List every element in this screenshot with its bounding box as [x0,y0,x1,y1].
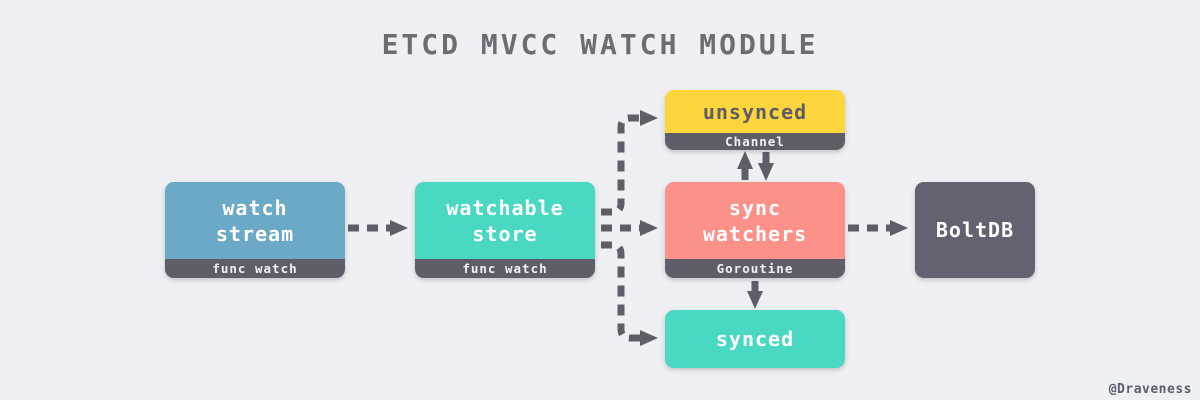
node-watch-stream-label: watch stream [215,195,295,246]
node-synced: synced [665,310,845,368]
node-synced-label: synced [715,327,795,351]
node-unsynced: unsynced Channel [665,90,845,150]
node-watchable-store-label: watchable store [446,195,564,246]
node-unsynced-sublabel: Channel [665,133,845,150]
node-unsynced-label: unsynced [702,99,808,124]
node-sync-watchers-sublabel: Goroutine [665,259,845,278]
arrow-store-to-synced [601,241,658,346]
watermark: @Draveness [1108,382,1192,397]
node-watch-stream-sublabel: func watch [165,259,345,278]
node-sync-watchers-label: sync watchers [702,195,808,246]
node-watchable-store: watchable store func watch [415,182,595,278]
node-watch-stream: watch stream func watch [165,182,345,278]
diagram-title: ETCD MVCC WATCH MODULE [381,28,819,61]
arrow-store-to-unsynced [601,110,658,216]
node-boltdb: BoltDB [915,182,1035,278]
node-watchable-store-sublabel: func watch [415,259,595,278]
node-boltdb-label: BoltDB [935,218,1015,242]
node-sync-watchers: sync watchers Goroutine [665,182,845,278]
